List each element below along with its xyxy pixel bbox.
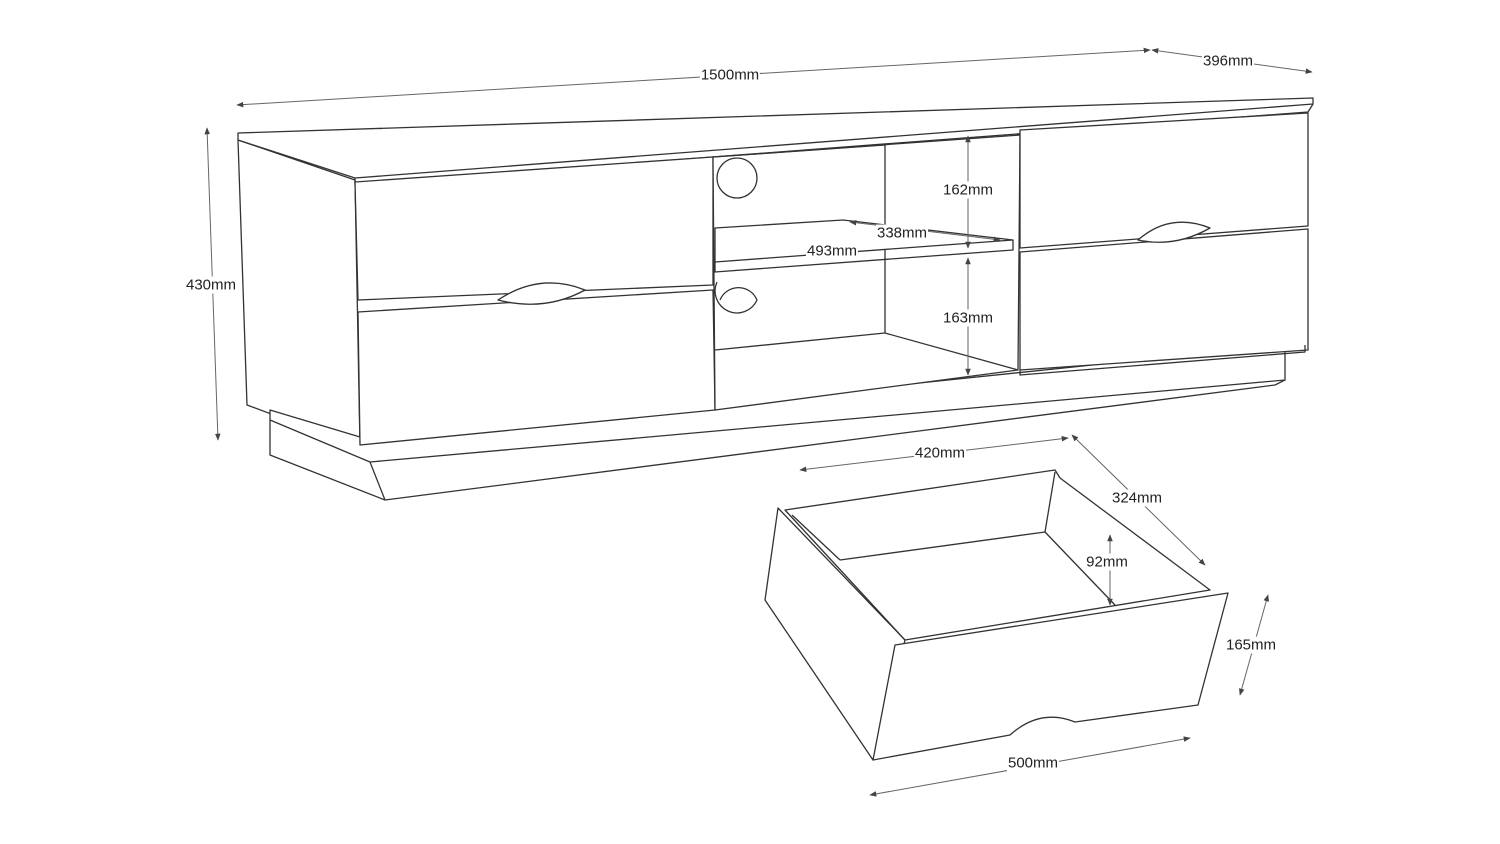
dimension-shelf-depth: 338mm [875, 224, 929, 242]
dimension-overall-height: 430mm [184, 276, 238, 294]
dimension-drawer-inner-width: 420mm [913, 444, 967, 462]
dimension-drawer-front-width: 500mm [1006, 754, 1060, 772]
dimension-shelf-width: 493mm [805, 242, 859, 260]
drawer [764, 469, 1229, 761]
right-lower-drawer [1019, 228, 1309, 371]
cabinet [237, 97, 1314, 501]
cabinet-left-side [237, 139, 361, 448]
left-upper-drawer [354, 156, 714, 301]
dimension-lower-compartment-height: 163mm [941, 309, 995, 327]
dimension-overall-width: 1500mm [699, 66, 761, 84]
open-compartment [712, 134, 1021, 411]
right-upper-drawer [1019, 112, 1309, 249]
cable-hole-lower [714, 281, 758, 314]
drawer-front [872, 592, 1229, 761]
left-drawer-handle [497, 282, 586, 305]
dimension-drawer-front-height: 165mm [1224, 636, 1278, 654]
dimension-upper-compartment-height: 162mm [941, 181, 995, 199]
dimension-drawer-inner-depth: 324mm [1110, 489, 1164, 507]
dimension-drawer-inner-height: 92mm [1085, 553, 1129, 571]
dimension-overall-depth: 396mm [1201, 52, 1255, 70]
cable-hole-upper [716, 157, 758, 199]
right-drawer-handle [1137, 221, 1211, 243]
